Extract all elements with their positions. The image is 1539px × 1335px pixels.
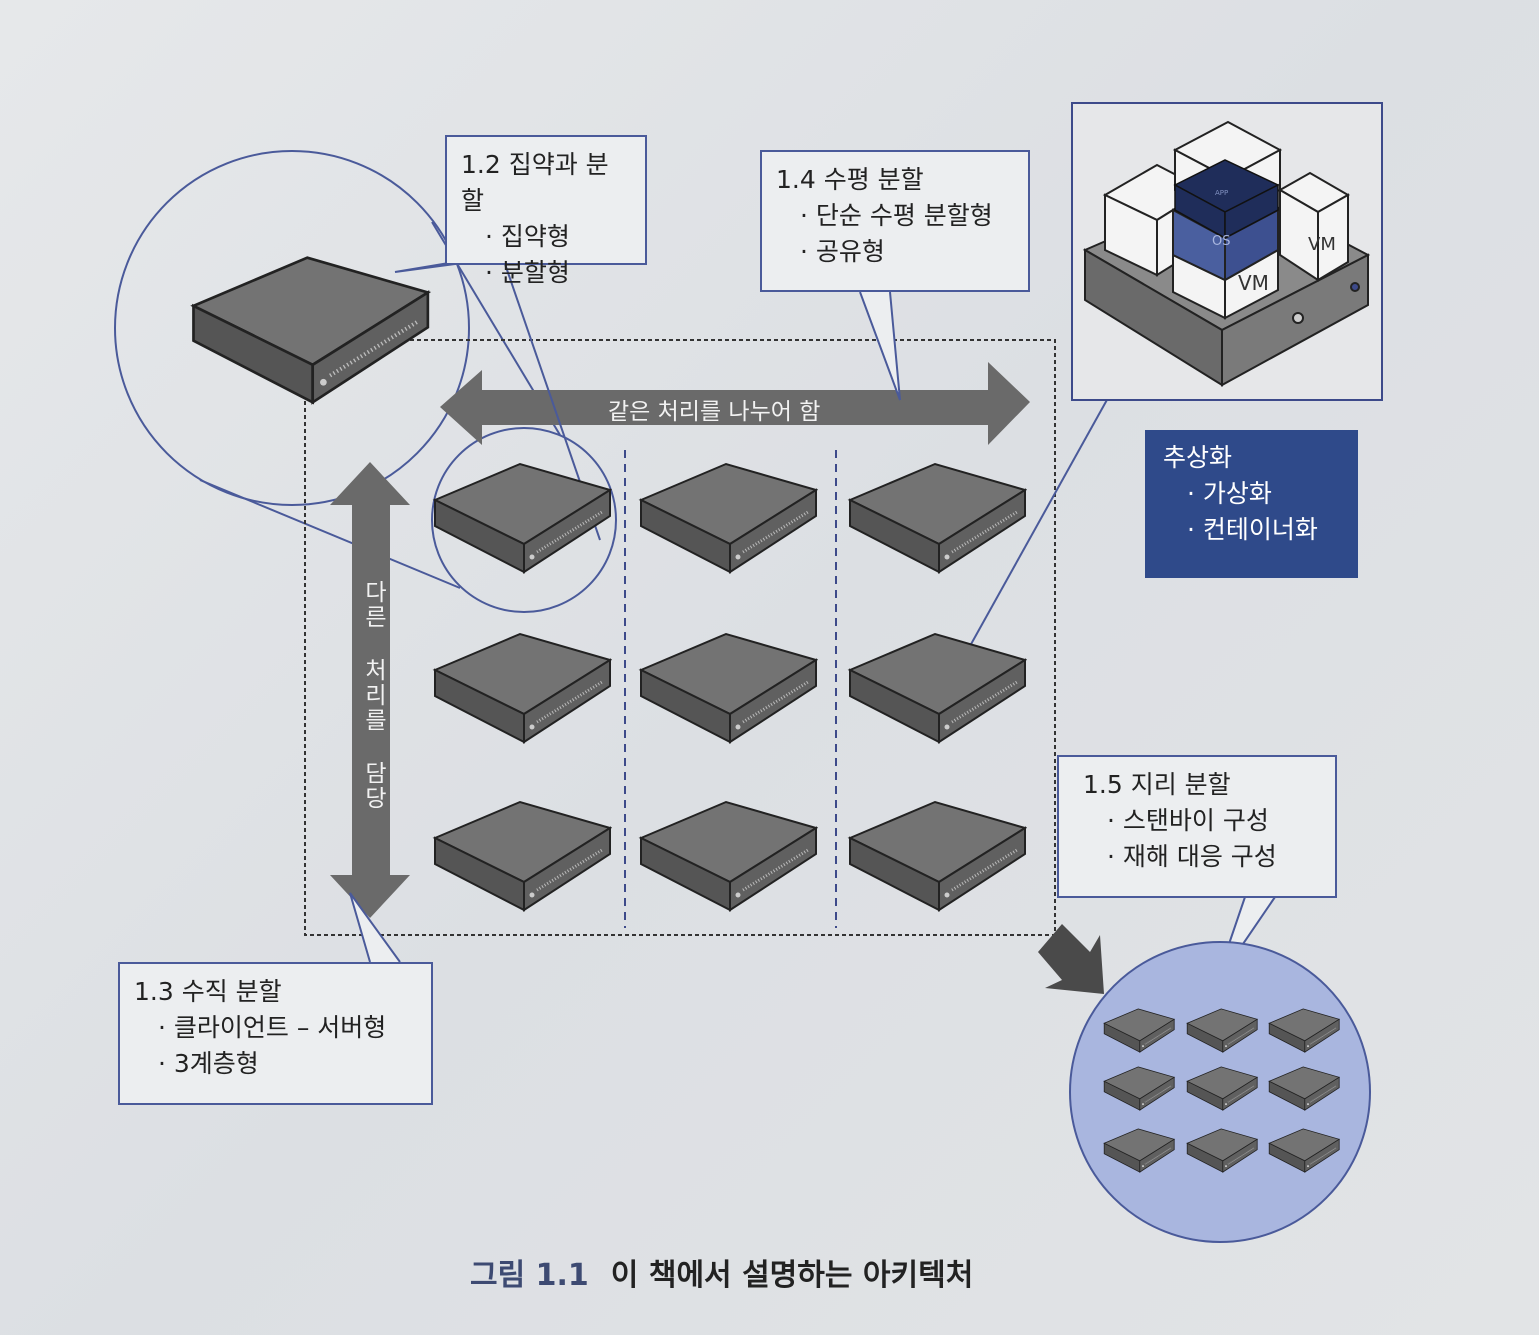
callout-item: 집약형 [485,219,631,255]
callout-vertical-split: 1.3 수직 분할 클라이언트 – 서버형 3계층형 [118,962,433,1105]
vm-label: VM [1308,234,1336,255]
callout-title: 1.5 지리 분할 [1083,770,1231,799]
server-icon [639,800,818,912]
callout-horizontal-split: 1.4 수평 분할 단순 수평 분할형 공유형 [760,150,1030,292]
app-label: APP [1215,189,1228,197]
callout-title: 1.2 집약과 분할 [461,150,609,215]
app-containers [1173,159,1280,240]
server-icon [433,462,612,574]
server-icon [433,632,612,744]
horizontal-double-arrow [440,362,1030,445]
callout-title: 1.3 수직 분할 [134,977,282,1006]
callout-abstraction: 추상화 가상화 컨테이너화 [1145,430,1358,578]
callout-item: 스탠바이 구성 [1107,803,1321,839]
vm-boxes [1102,120,1351,320]
geo-arrow [1038,924,1104,994]
callout-item: 재해 대응 구성 [1107,839,1321,875]
figure-caption: 그림 1.1 이 책에서 설명하는 아키텍처 [470,1250,973,1294]
callout-item: 3계층형 [158,1046,417,1082]
callout-item: 클라이언트 – 서버형 [158,1010,417,1046]
callout-item: 컨테이너화 [1187,512,1344,548]
callout-geographic-split: 1.5 지리 분할 스탠바이 구성 재해 대응 구성 [1057,755,1337,898]
os-label: OS [1212,234,1230,249]
callout-item: 공유형 [800,234,1014,270]
server-icon [848,632,1027,744]
server-cluster-region [304,339,1056,936]
horizontal-arrow-label: 같은 처리를 나누어 함 [608,399,821,425]
vertical-arrow-label: 다른 처리를 담당 [360,580,386,811]
vm-label: VM [1238,271,1269,295]
zoom-target-circle [431,427,617,613]
callout-item: 분할형 [485,255,631,291]
figure-number: 그림 1.1 [470,1258,589,1293]
server-icon [848,800,1027,912]
server-icon [433,800,612,912]
zoom-circle [114,150,470,506]
callout-item: 단순 수평 분할형 [800,198,1014,234]
server-icon-large [193,258,427,403]
server-icon [639,462,818,574]
server-icon [639,632,818,744]
figure-title: 이 책에서 설명하는 아키텍처 [610,1258,974,1293]
vertical-double-arrow [330,462,410,918]
callout-aggregation: 1.2 집약과 분할 집약형 분할형 [445,135,647,287]
server-icon [848,462,1027,574]
callout-title: 추상화 [1163,443,1233,472]
callout-item: 가상화 [1187,476,1344,512]
callout-title: 1.4 수평 분할 [776,165,924,194]
